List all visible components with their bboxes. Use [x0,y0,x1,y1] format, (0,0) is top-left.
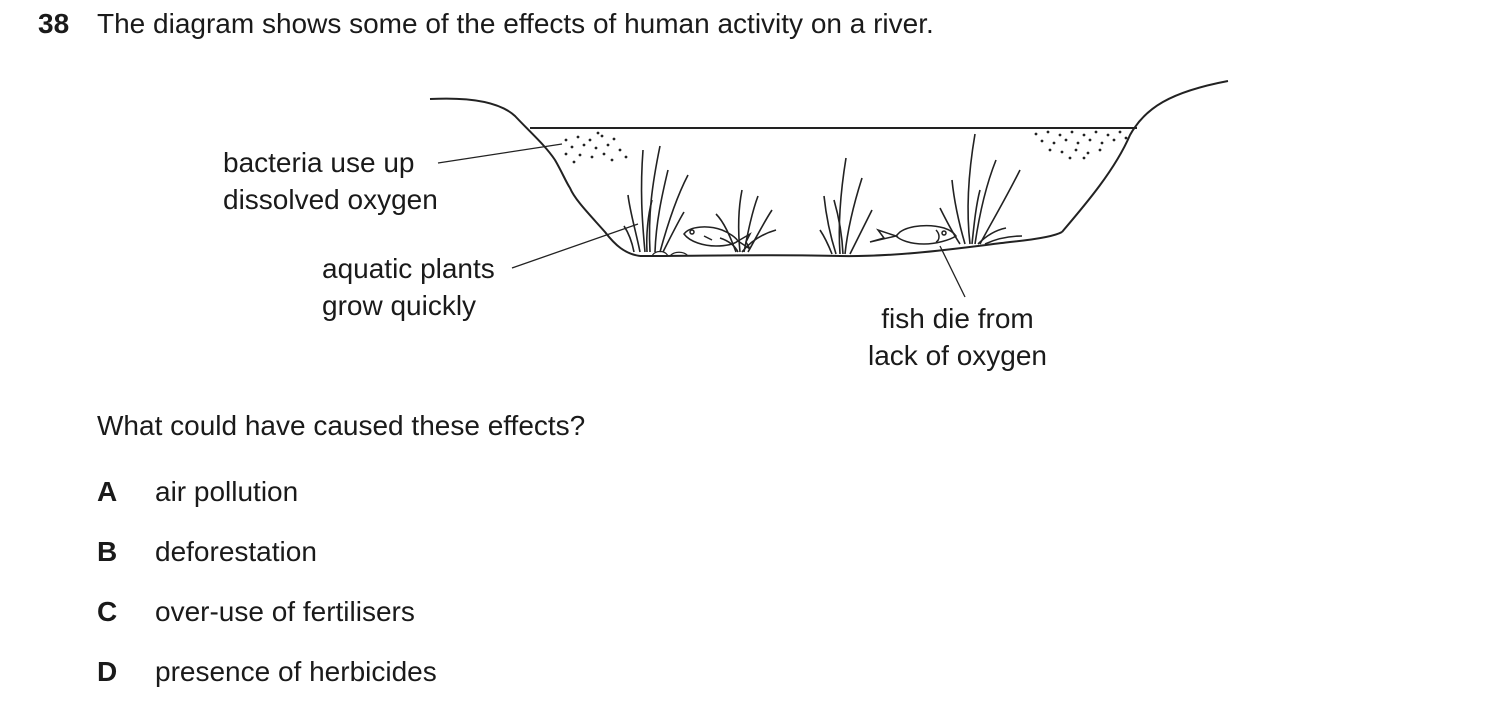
bacteria-leader-line [437,143,563,164]
bacteria-dots-right [1034,130,1128,160]
aquatic-plant-1 [623,145,689,253]
fish-1 [683,226,752,250]
plants-label: aquatic plants grow quickly [322,250,495,324]
river-bed [639,231,1063,258]
right-river-bank [1061,80,1229,233]
option-b-text: deforestation [155,536,317,567]
option-a-letter: A [97,476,118,507]
bacteria-label: bacteria use up dissolved oxygen [223,144,438,218]
bacteria-label-line-2: dissolved oxygen [223,184,438,215]
option-d-letter: D [97,656,118,687]
aquatic-plant-2 [715,189,777,253]
left-river-bank [429,97,641,257]
pebbles-left [651,250,689,257]
option-c-letter: C [97,596,118,627]
answer-options: A air pollution B deforestation C over-u… [97,476,437,716]
question-prompt: What could have caused these effects? [97,410,586,441]
bacteria-dots-left [564,131,628,164]
option-c[interactable]: C over-use of fertilisers [97,596,437,656]
option-c-text: over-use of fertilisers [155,596,415,627]
aquatic-plant-4 [939,133,1023,245]
question-number: 38 [38,8,70,39]
option-d[interactable]: D presence of herbicides [97,656,437,716]
fish-label: fish die from lack of oxygen [868,300,1047,374]
option-a-text: air pollution [155,476,299,507]
option-a[interactable]: A air pollution [97,476,437,536]
bacteria-label-line-1: bacteria use up [223,147,415,178]
fish-label-line-1: fish die from [881,303,1034,334]
aquatic-plant-3 [819,157,873,255]
plants-label-line-1: aquatic plants [322,253,495,284]
plants-leader-line [511,223,639,269]
option-d-text: presence of herbicides [155,656,437,687]
fish-leader-line [939,245,966,298]
question-text: The diagram shows some of the effects of… [97,8,934,39]
fish-label-line-2: lack of oxygen [868,340,1047,371]
plants-label-line-2: grow quickly [322,290,477,321]
option-b-letter: B [97,536,118,567]
option-b[interactable]: B deforestation [97,536,437,596]
fish-2 [869,224,958,245]
